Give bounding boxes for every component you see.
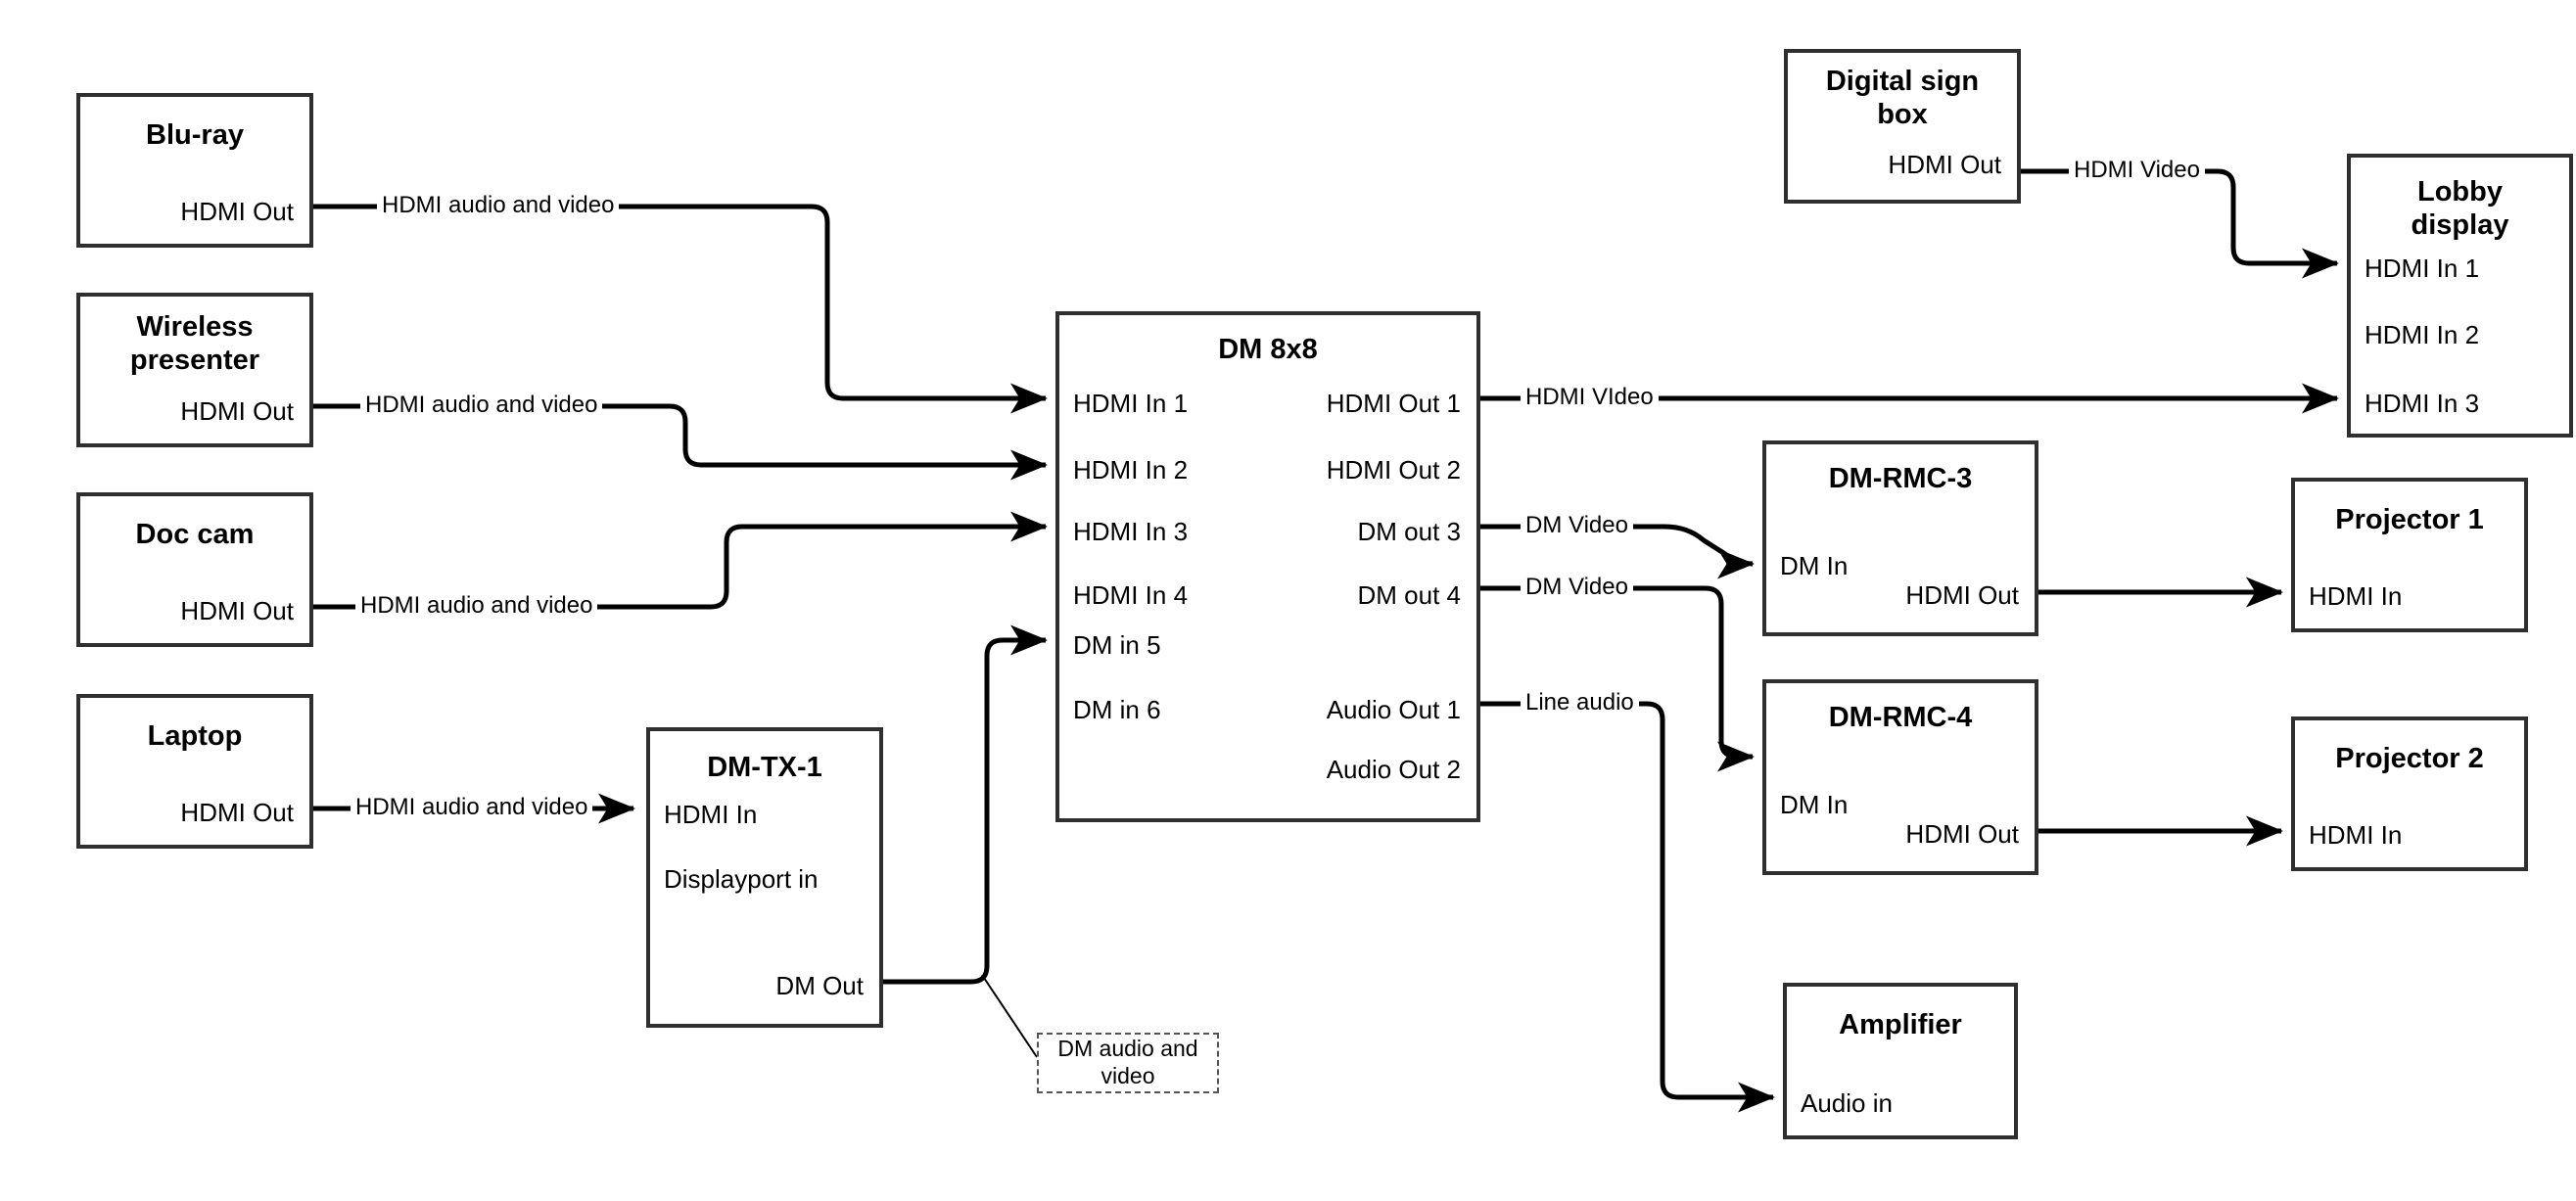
node-amplifier-title: Amplifier bbox=[1839, 1009, 1962, 1040]
node-projector-2[interactable]: Projector 2 HDMI In bbox=[2291, 716, 2528, 871]
edge-label-dmout3-to-rmc3: DM Video bbox=[1521, 512, 1633, 539]
node-bluray[interactable]: Blu-ray HDMI Out bbox=[76, 93, 313, 248]
wire-digitalsign-to-lobby bbox=[2021, 168, 2340, 279]
node-dm-8x8-input-dm-in-6[interactable]: DM in 6 bbox=[1073, 695, 1161, 724]
node-projector-1-port-hdmi-in[interactable]: HDMI In bbox=[2309, 581, 2403, 611]
node-dm-tx-1-port-hdmi-in[interactable]: HDMI In bbox=[664, 800, 758, 829]
node-dm-8x8-input-hdmi-in-4[interactable]: HDMI In 4 bbox=[1073, 580, 1189, 610]
node-projector-2-title: Projector 2 bbox=[2335, 743, 2484, 774]
node-lobby-display-port-hdmi-in-3[interactable]: HDMI In 3 bbox=[2365, 389, 2480, 418]
node-dm-8x8-output-hdmi-out-1[interactable]: HDMI Out 1 bbox=[1326, 389, 1461, 418]
node-wireless-presenter-port-hdmi-out[interactable]: HDMI Out bbox=[180, 396, 294, 426]
wire-dmtx1-to-dm8x8 bbox=[883, 624, 1049, 985]
node-dm-tx-1-port-displayport-in[interactable]: Displayport in bbox=[664, 864, 819, 894]
node-dm-rmc-3-port-dm-in[interactable]: DM In bbox=[1780, 551, 1849, 580]
node-doc-cam-port-hdmi-out[interactable]: HDMI Out bbox=[180, 596, 294, 625]
node-dm-rmc-4[interactable]: DM-RMC-4 DM In HDMI Out bbox=[1762, 679, 2038, 875]
node-dm-rmc-3-port-hdmi-out[interactable]: HDMI Out bbox=[1905, 580, 2019, 610]
node-dm-8x8-input-hdmi-in-2[interactable]: HDMI In 2 bbox=[1073, 455, 1189, 485]
wire-dmout4-to-rmc4 bbox=[1480, 585, 1756, 772]
node-lobby-display[interactable]: Lobby display HDMI In 1 HDMI In 2 HDMI I… bbox=[2347, 154, 2573, 438]
node-laptop[interactable]: Laptop HDMI Out bbox=[76, 694, 313, 849]
node-projector-1[interactable]: Projector 1 HDMI In bbox=[2291, 478, 2528, 632]
node-laptop-title: Laptop bbox=[147, 720, 243, 752]
callout-dm-audio-and-video-line2: video bbox=[1101, 1063, 1155, 1088]
node-wireless-presenter-title-line2: presenter bbox=[129, 345, 260, 376]
node-dm-8x8[interactable]: DM 8x8 HDMI In 1 HDMI In 2 HDMI In 3 HDM… bbox=[1055, 311, 1480, 822]
node-dm-8x8-output-dm-out-3[interactable]: DM out 3 bbox=[1357, 517, 1462, 546]
node-amplifier[interactable]: Amplifier Audio in bbox=[1783, 983, 2018, 1139]
node-digital-sign-box[interactable]: Digital sign box HDMI Out bbox=[1784, 49, 2021, 204]
node-dm-8x8-input-dm-in-5[interactable]: DM in 5 bbox=[1073, 630, 1161, 660]
wire-audioout1-to-amp bbox=[1480, 701, 1776, 1113]
node-lobby-display-title-line1: Lobby bbox=[2417, 176, 2503, 208]
edge-label-dmout4-to-rmc4: DM Video bbox=[1521, 574, 1633, 601]
node-dm-8x8-title: DM 8x8 bbox=[1218, 334, 1318, 365]
node-dm-rmc-4-port-dm-in[interactable]: DM In bbox=[1780, 790, 1849, 819]
node-projector-2-port-hdmi-in[interactable]: HDMI In bbox=[2309, 820, 2403, 850]
node-bluray-title: Blu-ray bbox=[146, 119, 244, 151]
node-projector-1-title: Projector 1 bbox=[2335, 504, 2484, 535]
node-digital-sign-box-title-line1: Digital sign bbox=[1825, 66, 1980, 97]
node-doc-cam-title: Doc cam bbox=[135, 519, 255, 550]
node-dm-tx-1-port-dm-out[interactable]: DM Out bbox=[775, 971, 864, 1000]
callout-dm-audio-and-video-line1: DM audio and bbox=[1057, 1036, 1198, 1062]
node-dm-tx-1-title: DM-TX-1 bbox=[707, 752, 822, 783]
node-lobby-display-title-line2: display bbox=[2411, 209, 2509, 241]
node-wireless-presenter[interactable]: Wireless presenter HDMI Out bbox=[76, 293, 313, 447]
edge-label-hdmiout1-to-lobby: HDMI VIdeo bbox=[1521, 384, 1659, 411]
node-amplifier-port-audio-in[interactable]: Audio in bbox=[1801, 1088, 1893, 1118]
edge-label-wireless-to-dm8x8: HDMI audio and video bbox=[360, 392, 603, 419]
node-dm-rmc-3-title: DM-RMC-3 bbox=[1828, 463, 1973, 494]
edge-label-digitalsign-to-lobby: HDMI Video bbox=[2069, 157, 2205, 184]
edge-label-doccam-to-dm8x8: HDMI audio and video bbox=[355, 592, 598, 620]
node-dm-rmc-4-title: DM-RMC-4 bbox=[1828, 702, 1973, 733]
node-dm-8x8-output-hdmi-out-2[interactable]: HDMI Out 2 bbox=[1326, 455, 1461, 485]
node-dm-8x8-output-audio-out-2[interactable]: Audio Out 2 bbox=[1326, 755, 1461, 784]
edge-label-bluray-to-dm8x8: HDMI audio and video bbox=[377, 192, 620, 219]
node-digital-sign-box-title-line2: box bbox=[1877, 99, 1928, 130]
node-dm-8x8-output-audio-out-1[interactable]: Audio Out 1 bbox=[1326, 695, 1461, 724]
node-digital-sign-box-port-hdmi-out[interactable]: HDMI Out bbox=[1888, 150, 2001, 179]
edge-label-laptop-to-dmtx1: HDMI audio and video bbox=[351, 794, 593, 821]
node-dm-8x8-input-hdmi-in-3[interactable]: HDMI In 3 bbox=[1073, 517, 1189, 546]
node-lobby-display-port-hdmi-in-1[interactable]: HDMI In 1 bbox=[2365, 254, 2480, 283]
node-dm-tx-1[interactable]: DM-TX-1 HDMI In Displayport in DM Out bbox=[646, 727, 883, 1028]
node-dm-8x8-input-hdmi-in-1[interactable]: HDMI In 1 bbox=[1073, 389, 1189, 418]
node-lobby-display-port-hdmi-in-2[interactable]: HDMI In 2 bbox=[2365, 320, 2480, 349]
wire-bluray-to-dm8x8 bbox=[313, 204, 1049, 414]
edge-label-audioout1-to-amp: Line audio bbox=[1521, 689, 1639, 716]
node-doc-cam[interactable]: Doc cam HDMI Out bbox=[76, 492, 313, 647]
callout-dm-audio-and-video: DM audio and video bbox=[1037, 1033, 1219, 1093]
node-dm-rmc-3[interactable]: DM-RMC-3 DM In HDMI Out bbox=[1762, 440, 2038, 636]
callout-leader-line bbox=[981, 974, 1038, 1058]
node-wireless-presenter-title-line1: Wireless bbox=[136, 311, 254, 343]
node-dm-8x8-output-dm-out-4[interactable]: DM out 4 bbox=[1357, 580, 1462, 610]
node-laptop-port-hdmi-out[interactable]: HDMI Out bbox=[180, 798, 294, 827]
node-bluray-port-hdmi-out[interactable]: HDMI Out bbox=[180, 197, 294, 226]
node-dm-rmc-4-port-hdmi-out[interactable]: HDMI Out bbox=[1905, 819, 2019, 849]
